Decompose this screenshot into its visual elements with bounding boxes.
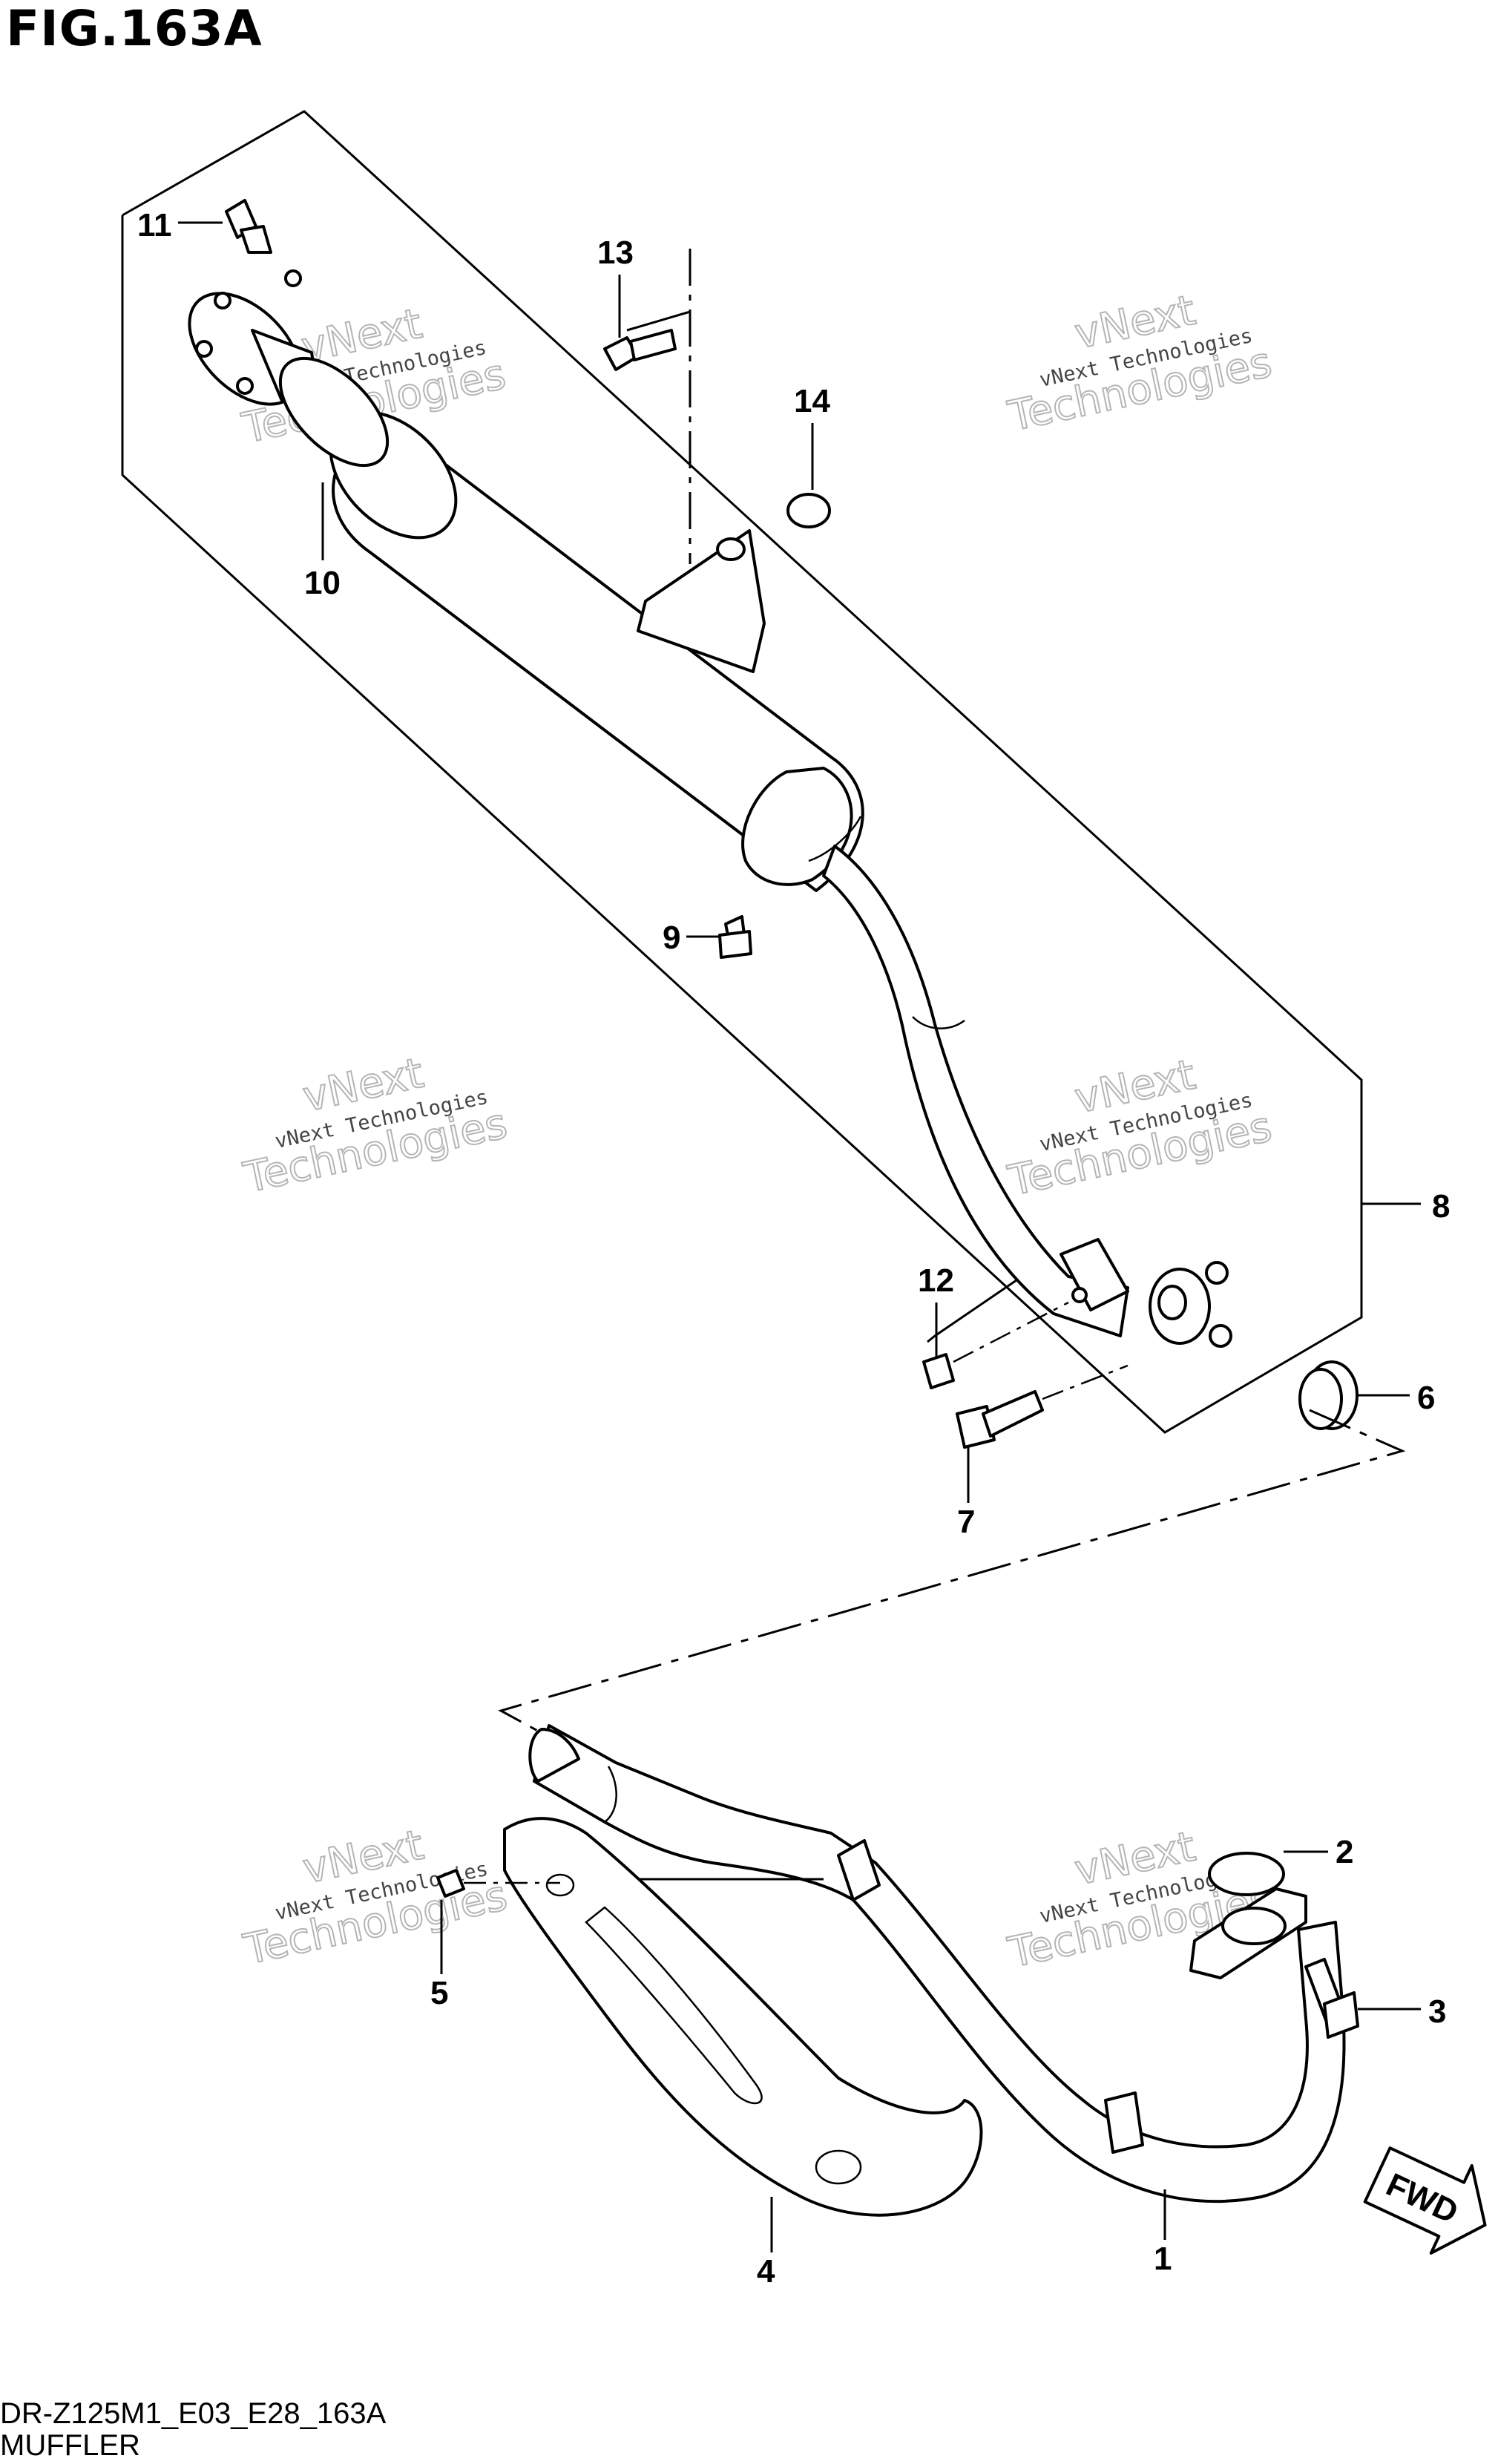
bolt-11 [225, 199, 272, 254]
svg-text:1: 1 [1154, 2241, 1172, 2277]
figure-name: MUFFLER [0, 2429, 140, 2462]
header-flange [1189, 1887, 1307, 1979]
callout-13: 13 [597, 235, 634, 338]
svg-text:2: 2 [1336, 1834, 1353, 1870]
exhaust-header-pipe [528, 1724, 1346, 2203]
fwd-arrow-icon: FWD [1363, 2146, 1487, 2255]
alignment-line [498, 1409, 1406, 1827]
model-code: DR-Z125M1_E03_E28_163A [0, 2397, 387, 2430]
nut-14 [786, 493, 831, 528]
callout-12: 12 [918, 1262, 954, 1358]
callout-7: 7 [957, 1447, 975, 1540]
figure-title: FIG.163A [6, 0, 263, 57]
callout-5: 5 [430, 1900, 448, 2011]
bolt-13 [603, 329, 677, 371]
heat-shield [503, 1817, 983, 2217]
watermark-middle-left: Technologies vNext vNext Technologies [239, 1049, 512, 1204]
svg-text:5: 5 [430, 1975, 448, 2011]
svg-text:14: 14 [794, 383, 830, 419]
muffler-body [329, 410, 864, 892]
svg-text:12: 12 [918, 1262, 954, 1299]
muffler-inlet-pipe [822, 845, 1129, 1337]
end-cap-gasket [278, 356, 390, 468]
bolt-3 [1304, 1958, 1359, 2039]
callout-9: 9 [663, 920, 720, 956]
watermark-bottom-left: Technologies vNext vNext Technologies [239, 1821, 512, 1976]
svg-text:13: 13 [597, 235, 634, 271]
svg-text:6: 6 [1417, 1380, 1435, 1416]
bolt-12 [922, 1301, 1069, 1389]
callout-10: 10 [304, 482, 341, 601]
svg-text:4: 4 [757, 2253, 775, 2290]
callout-4: 4 [757, 2197, 775, 2290]
muffler-assembly-outline [121, 110, 1363, 1434]
svg-text:7: 7 [957, 1504, 975, 1540]
grommet-6 [1298, 1360, 1359, 1430]
callout-3: 3 [1358, 1993, 1446, 2030]
watermark-middle-right: Technologies vNext vNext Technologies [1003, 1050, 1276, 1207]
callout-14: 14 [794, 383, 830, 490]
callout-8: 8 [1361, 1188, 1450, 1225]
svg-text:11: 11 [137, 207, 172, 243]
callout-11: 11 [137, 207, 223, 243]
bolt-9 [718, 915, 752, 959]
bolt-7 [956, 1364, 1129, 1449]
watermark-top-right: Technologies vNext vNext Technologies [1003, 286, 1276, 442]
svg-text:9: 9 [663, 920, 680, 956]
bolt-5 [436, 1869, 465, 1898]
muffler-mount-bracket [637, 529, 766, 673]
callout-2: 2 [1284, 1834, 1353, 1870]
header-gasket [1208, 1852, 1285, 1896]
svg-text:10: 10 [304, 565, 341, 601]
svg-text:3: 3 [1428, 1993, 1446, 2030]
pipe-clamp [1149, 1261, 1232, 1348]
callout-1: 1 [1154, 2189, 1172, 2277]
svg-text:8: 8 [1432, 1188, 1450, 1225]
callout-6: 6 [1358, 1380, 1435, 1416]
